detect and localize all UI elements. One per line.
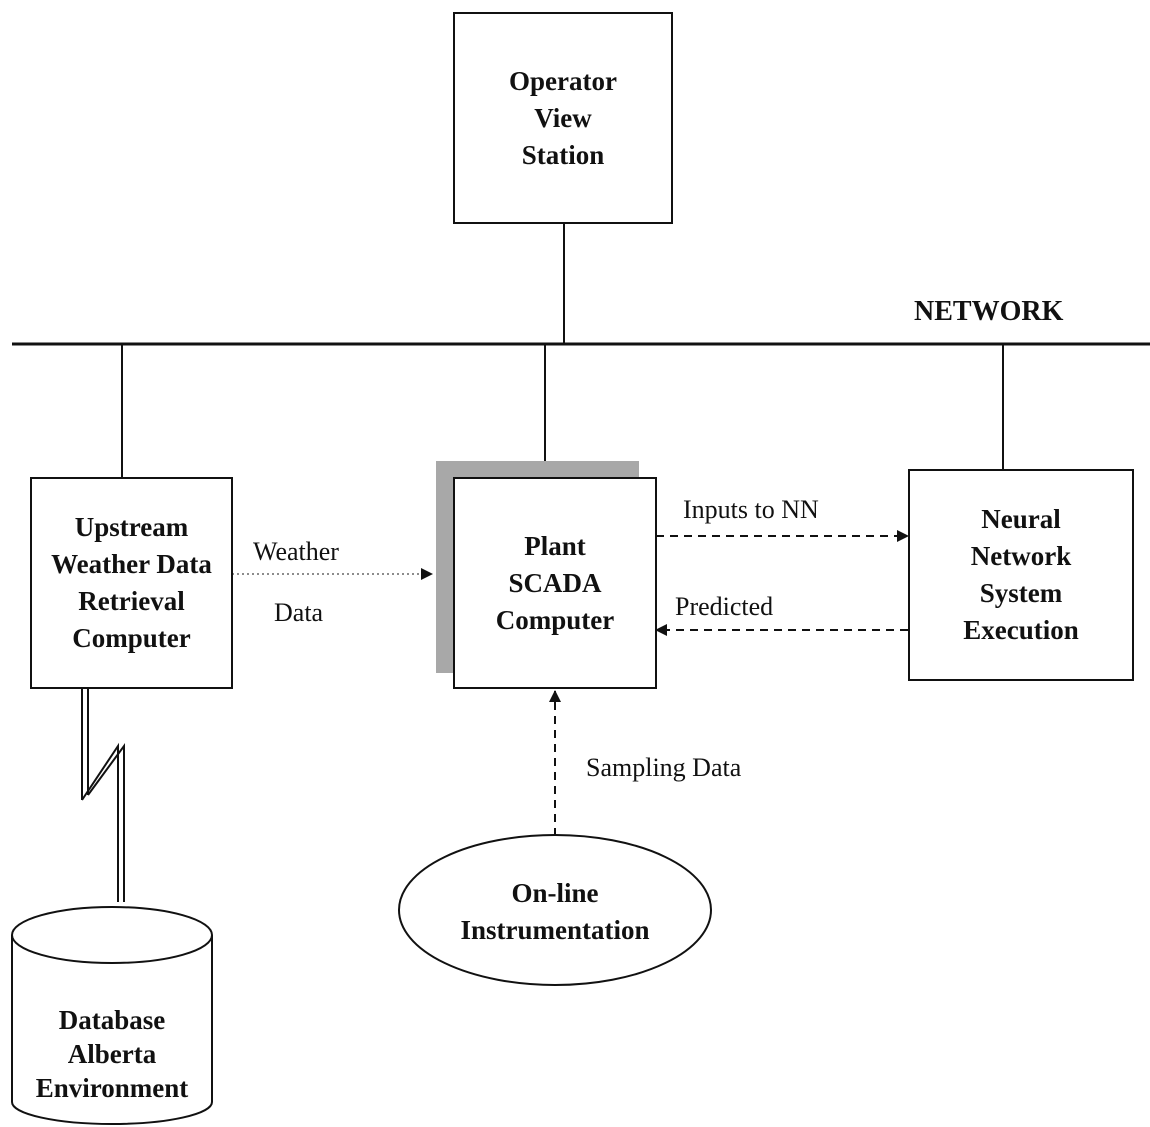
network-label: NETWORK (914, 296, 1064, 327)
operator-view-station-box: Operator View Station (453, 12, 673, 224)
online-instrumentation-label: On-line Instrumentation (460, 878, 650, 945)
inputs-to-nn-label: Inputs to NN (683, 495, 819, 524)
weather-data-label-line2: Data (274, 598, 324, 627)
operator-view-station-label: Operator View Station (509, 65, 617, 170)
upstream-weather-computer-box: Upstream Weather Data Retrieval Computer (30, 477, 233, 689)
plant-scada-computer-label: Plant SCADA Computer (495, 530, 615, 635)
online-instrumentation-ellipse (398, 834, 712, 986)
sampling-data-label: Sampling Data (586, 753, 742, 782)
upstream-weather-computer-label: Upstream Weather Data Retrieval Computer (51, 512, 212, 653)
plant-scada-computer-box: Plant SCADA Computer (453, 477, 657, 689)
neural-network-system-box: Neural Network System Execution (908, 469, 1134, 681)
neural-network-system-label: Neural Network System Execution (963, 504, 1079, 645)
telecom-link (81, 688, 125, 902)
database-cylinder (11, 906, 213, 1125)
weather-data-label-line1: Weather (253, 537, 339, 566)
predicted-label: Predicted (675, 592, 774, 621)
database-alberta-label: Database Alberta Environment (35, 1005, 189, 1103)
